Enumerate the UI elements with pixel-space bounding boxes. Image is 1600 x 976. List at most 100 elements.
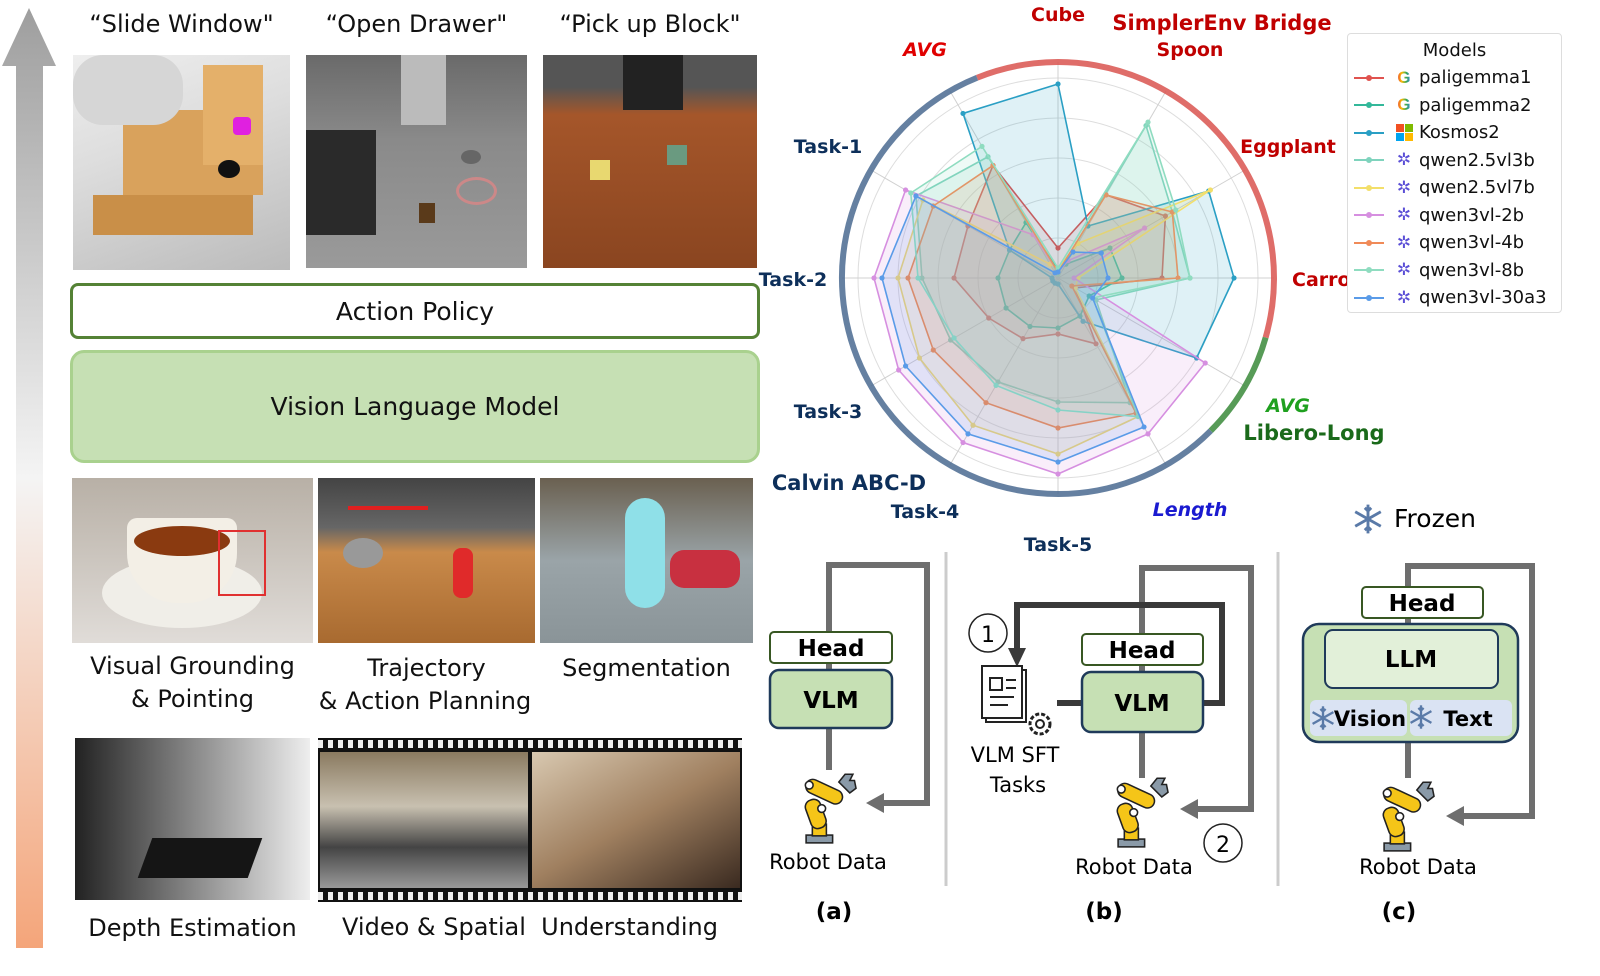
data-point-qwen3vl-2b — [1145, 431, 1151, 437]
data-point-paligemma1 — [1020, 336, 1026, 342]
robot-arm-icon — [802, 773, 857, 844]
legend-swatch — [1354, 157, 1384, 164]
data-point-qwen2.5vl7b — [916, 355, 923, 361]
data-point-Kosmos2 — [1049, 275, 1055, 281]
data-point-qwen3vl-2b — [1071, 275, 1077, 281]
panel-a-label: (a) — [816, 899, 853, 925]
data-point-paligemma2 — [1107, 245, 1113, 251]
qwen-icon: ✲ — [1396, 232, 1412, 253]
data-point-paligemma2 — [1003, 305, 1009, 311]
data-point-qwen3vl-2b — [1055, 471, 1061, 477]
task-caption-open-drawer: “Open Drawer" — [325, 10, 508, 38]
robot-arm-icon — [1114, 777, 1169, 848]
legend-label: paligemma1 — [1419, 67, 1532, 89]
video-filmstrip-image — [318, 738, 742, 902]
qwen-icon: ✲ — [1396, 287, 1412, 308]
robot-data-label: Robot Data — [1075, 855, 1193, 879]
legend-label: qwen2.5vl7b — [1419, 177, 1535, 199]
head-block — [1361, 586, 1484, 619]
slide-window-image — [73, 55, 290, 270]
llm-label: LLM — [1385, 647, 1437, 673]
llm-block — [1324, 629, 1499, 689]
robot-data-label: Robot Data — [769, 850, 887, 874]
data-point-qwen3vl-30a3 — [965, 431, 971, 437]
legend-swatch — [1354, 239, 1384, 246]
head-label: Head — [1109, 638, 1176, 664]
vlm-label: VLM — [1114, 691, 1169, 717]
data-point-qwen3vl-4b — [930, 347, 936, 353]
panel-a: Head VLM Robot Data (a) — [768, 562, 930, 925]
data-point-qwen3vl-8b — [1055, 407, 1061, 413]
axis-line — [870, 169, 1059, 279]
legend-label: qwen3vl-2b — [1419, 204, 1525, 226]
legend-swatch — [1354, 102, 1384, 109]
data-point-paligemma1 — [951, 275, 957, 281]
data-point-qwen3vl-2b — [1142, 225, 1148, 231]
data-point-Kosmos2 — [1080, 318, 1086, 324]
data-point-qwen3vl-4b — [1055, 425, 1061, 431]
robot-data-label: Robot Data — [1359, 855, 1477, 879]
google-icon: G — [1397, 67, 1411, 87]
data-point-qwen3vl-2b — [896, 367, 902, 373]
data-point-paligemma2 — [1027, 323, 1033, 330]
data-point-Kosmos2 — [960, 110, 966, 117]
data-point-qwen3vl-2b — [1202, 360, 1208, 366]
legend-label: Kosmos2 — [1419, 122, 1500, 144]
qwen-icon: ✲ — [1396, 205, 1412, 226]
data-point-paligemma1 — [1055, 245, 1061, 251]
group-arc-libero — [1208, 336, 1269, 433]
data-point-qwen3vl-8b — [1173, 207, 1179, 213]
legend-label: paligemma2 — [1419, 94, 1532, 116]
legend-label: qwen3vl-30a3 — [1419, 287, 1547, 309]
task-caption-slide-window: “Slide Window" — [89, 10, 274, 38]
legend-item: ✲ qwen3vl-30a3 — [1348, 284, 1561, 312]
arrow-head — [1446, 806, 1464, 826]
legend-swatch — [1354, 129, 1384, 136]
trajectory-image — [318, 478, 535, 643]
data-point-qwen3vl-30a3 — [879, 275, 885, 281]
group-label-libero-long: Libero-Long — [1243, 421, 1384, 445]
segmentation-image — [540, 478, 753, 643]
text-label: Text — [1443, 707, 1492, 731]
data-point-qwen2.5vl7b — [970, 422, 976, 428]
caption-pointing: & Pointing — [130, 685, 255, 713]
data-point-paligemma1 — [986, 315, 992, 321]
robot-arm-icon — [1380, 781, 1435, 852]
axis-label-task-5: Task-5 — [1024, 534, 1092, 556]
depth-estimation-image — [75, 738, 310, 900]
axis-label-length: Length — [1153, 499, 1228, 521]
qwen-icon: ✲ — [1396, 260, 1412, 281]
visual-grounding-image — [72, 478, 313, 643]
data-point-paligemma1 — [1055, 331, 1061, 337]
vision-encoder-block — [1310, 700, 1407, 736]
data-point-qwen2.5vl7b — [1055, 451, 1061, 457]
legend-label: qwen3vl-8b — [1419, 259, 1525, 281]
caption-video-spatial: Video & Spatial Understanding — [342, 913, 718, 941]
data-point-qwen3vl-2b — [902, 187, 909, 193]
head-block — [769, 631, 893, 664]
document-gear-icon — [981, 665, 1052, 736]
axis-label-eggplant: Eggplant — [1240, 136, 1336, 158]
legend-item: ✲ qwen3vl-2b — [1348, 202, 1561, 230]
step-1-badge — [968, 613, 1008, 653]
vlm-block — [768, 668, 894, 730]
task-caption-pick-up-block: “Pick up Block" — [559, 10, 741, 38]
data-point-qwen3vl-8b — [908, 190, 914, 196]
data-point-Kosmos2 — [1231, 275, 1237, 281]
legend-swatch — [1354, 294, 1384, 301]
step-2-number: 2 — [1216, 833, 1230, 858]
head-block — [1081, 633, 1204, 666]
vision-language-model-block: Vision Language Model — [70, 350, 760, 463]
data-point-qwen3vl-4b — [983, 400, 989, 406]
data-point-paligemma2 — [1119, 275, 1125, 281]
data-point-paligemma1 — [1162, 213, 1168, 219]
group-label-simplerenv-bridge: SimplerEnv Bridge — [1112, 11, 1331, 35]
step-1-number: 1 — [981, 623, 995, 648]
step-2-badge — [1203, 823, 1243, 863]
snowflake-icon — [1353, 503, 1383, 535]
vlm-label: VLM — [803, 688, 858, 714]
legend-swatch — [1354, 212, 1384, 219]
data-point-qwen3vl-30a3 — [1070, 249, 1076, 255]
